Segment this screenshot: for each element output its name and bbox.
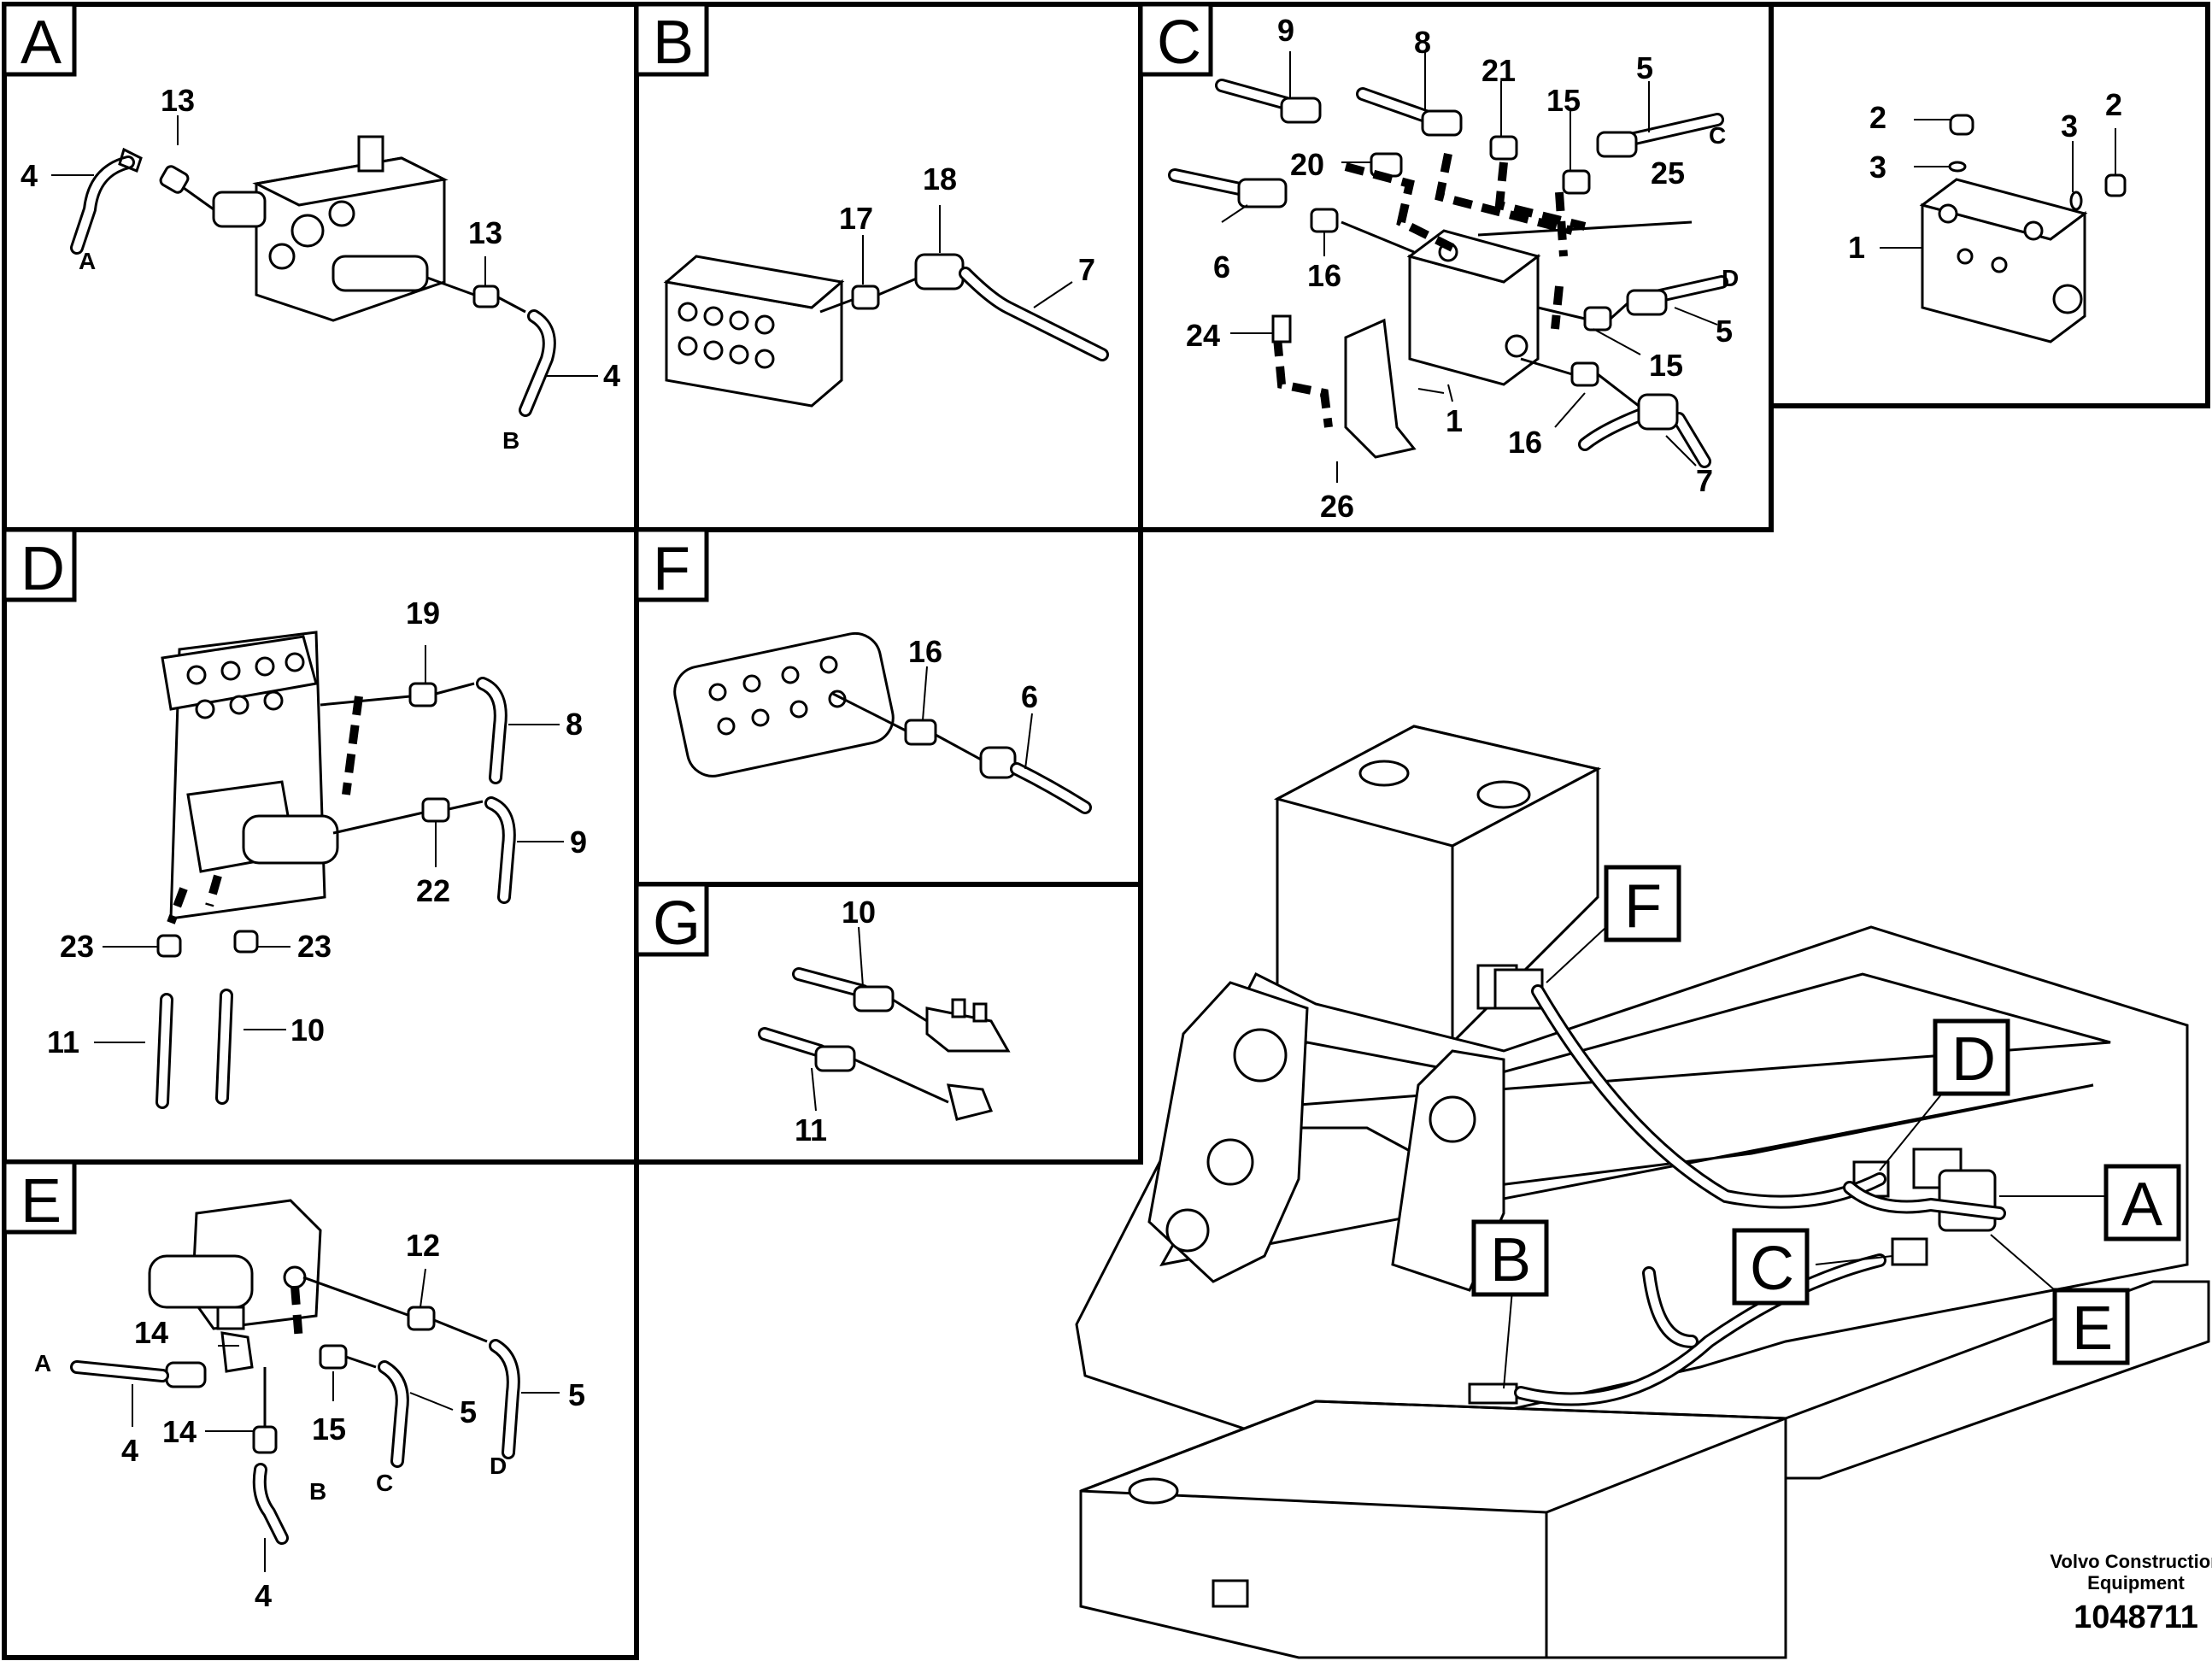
callout: 12	[406, 1228, 440, 1263]
callout: 15	[1546, 83, 1581, 118]
callout: 2	[1869, 100, 1886, 135]
panel-detail: 2 3 2 3 1	[1769, 2, 2210, 408]
callout: 13	[468, 215, 502, 250]
callout: 3	[1869, 150, 1886, 185]
callout: 4	[255, 1578, 272, 1613]
panel-b: B 17 18 7	[634, 2, 1143, 532]
callout: 16	[1307, 258, 1341, 293]
callout: 26	[1320, 489, 1354, 524]
panel-d-tag: D	[21, 535, 65, 603]
machine-overview: F D A B C E	[1075, 725, 2210, 1659]
callout: 15	[1649, 348, 1683, 383]
callout: A	[79, 248, 96, 274]
callout: C	[1709, 122, 1726, 149]
callout: 15	[312, 1412, 346, 1447]
panel-f: F 16 6	[634, 527, 1143, 887]
callout: 16	[908, 634, 942, 669]
panel-a-tag: A	[21, 9, 62, 77]
distribution-block	[663, 255, 845, 408]
callout: 19	[406, 596, 440, 631]
callout: 23	[297, 929, 332, 964]
panel-c: C	[1138, 2, 1774, 532]
callout: 22	[416, 873, 450, 908]
callout: 10	[290, 1012, 325, 1048]
callout: 6	[1213, 249, 1230, 285]
callout: D	[490, 1453, 507, 1479]
control-valve	[212, 135, 449, 322]
callout: 8	[1414, 25, 1431, 60]
panel-g-tag: G	[653, 889, 701, 958]
callout: 21	[1482, 53, 1516, 88]
locator-e: E	[2072, 1294, 2113, 1363]
panel-a: A 13 4 A 13 4 B	[2, 2, 639, 532]
panel-b-tag: B	[653, 9, 694, 77]
callout: 9	[1277, 13, 1294, 48]
panel-d: D	[2, 527, 639, 1165]
callout: 1	[1446, 403, 1463, 438]
callout: 16	[1508, 425, 1542, 460]
callout: 18	[923, 161, 957, 197]
callout: 20	[1290, 147, 1324, 182]
callout: A	[34, 1350, 51, 1376]
panel-f-tag: F	[653, 535, 690, 603]
callout: 2	[2105, 87, 2122, 122]
callout: 25	[1651, 156, 1685, 191]
callout: 5	[1636, 50, 1653, 85]
panel-e-tag: E	[21, 1167, 62, 1235]
manifold-block	[1406, 229, 1541, 386]
callout: 4	[121, 1433, 138, 1468]
locator-a: A	[2121, 1171, 2162, 1239]
callout: C	[376, 1470, 393, 1496]
panel-g: G 10 11	[634, 882, 1143, 1165]
solenoid-valve	[148, 1199, 322, 1330]
callout: 11	[795, 1112, 827, 1147]
bulkhead-plate	[673, 631, 895, 778]
locator-f: F	[1624, 872, 1662, 941]
brand-line-1: Volvo Construction	[2050, 1551, 2212, 1572]
callout: 1	[1848, 230, 1865, 265]
callout: 4	[21, 158, 38, 193]
callout: 17	[839, 201, 873, 236]
callout: 9	[570, 825, 587, 860]
locator-c: C	[1750, 1235, 1794, 1303]
callout: B	[309, 1478, 326, 1505]
callout: 24	[1186, 318, 1220, 353]
block-detail	[1919, 178, 2088, 343]
callout: 5	[568, 1377, 585, 1412]
callout: D	[1722, 265, 1739, 291]
callout: B	[502, 427, 519, 454]
brand-block: Volvo Construction Equipment 1048711	[2050, 1551, 2212, 1635]
locator-d: D	[1951, 1025, 1996, 1094]
callout: 10	[842, 895, 876, 930]
callout: 4	[603, 358, 620, 393]
callout: 13	[161, 83, 195, 118]
panel-c-tag: C	[1157, 9, 1201, 77]
locator-b: B	[1490, 1226, 1531, 1294]
callout: 3	[2061, 109, 2078, 144]
brand-line-2: Equipment	[2087, 1572, 2185, 1594]
callout: 11	[47, 1024, 79, 1059]
callout: 7	[1696, 463, 1713, 498]
callout: 14	[134, 1315, 168, 1350]
panel-e: E 12 14 A 14 15	[2, 1159, 639, 1660]
callout: 23	[60, 929, 94, 964]
callout: 7	[1078, 252, 1095, 287]
callout: 5	[460, 1394, 477, 1429]
callout: 14	[162, 1414, 197, 1449]
doc-number: 1048711	[2074, 1599, 2198, 1635]
valve-assembly	[161, 631, 339, 920]
callout: 8	[566, 707, 583, 742]
callout: 6	[1021, 679, 1038, 714]
callout: 5	[1716, 314, 1733, 349]
